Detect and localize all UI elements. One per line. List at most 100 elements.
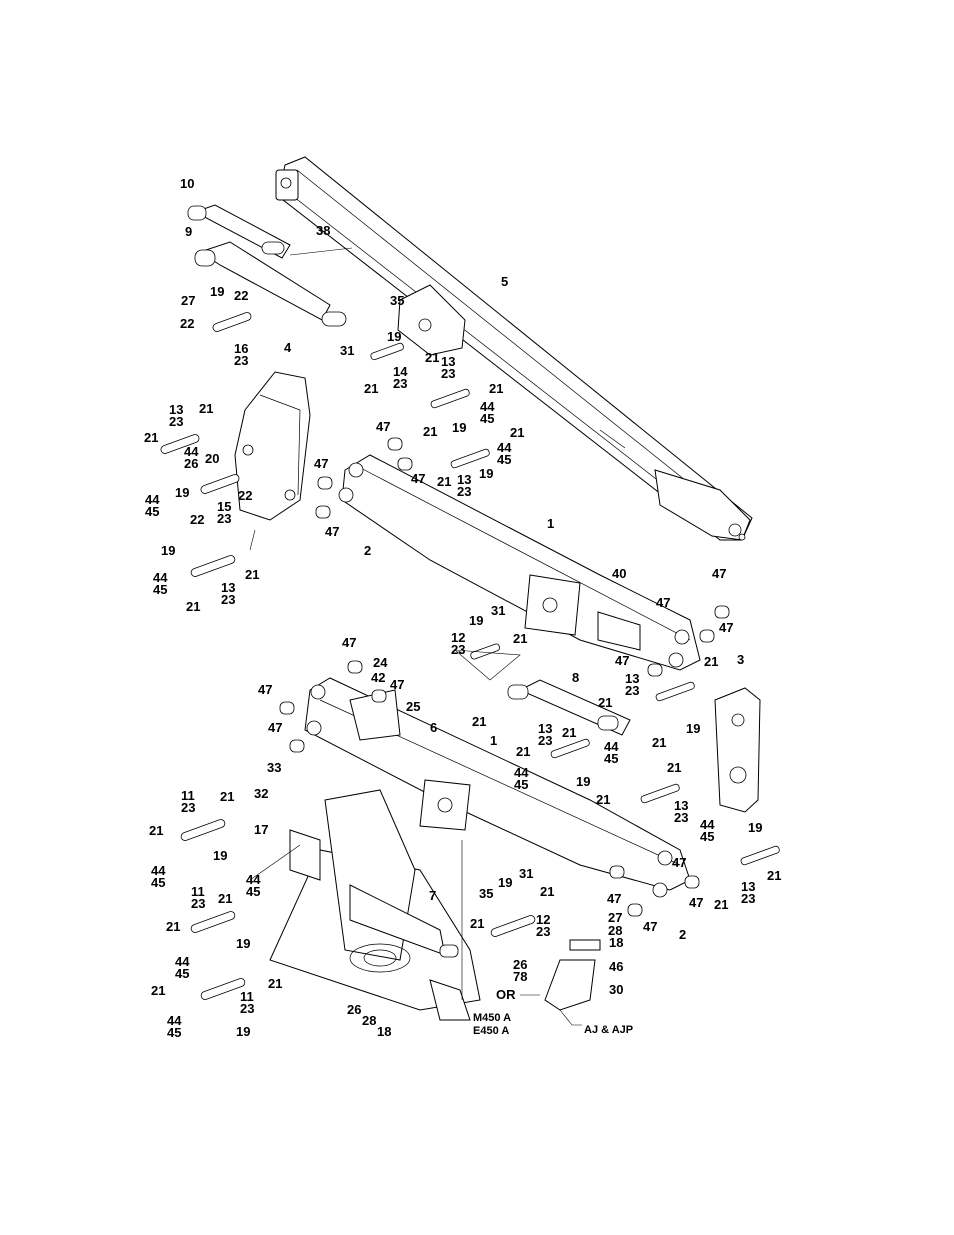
callout-label: 11: [240, 989, 254, 1004]
or-label: OR: [496, 987, 516, 1002]
callout-label: 47: [314, 456, 328, 471]
callout-label: 25: [406, 699, 420, 714]
callout-label: 23: [451, 642, 465, 657]
callout-label: 21: [472, 714, 486, 729]
callout-label: 21: [562, 725, 576, 740]
callout-label: 7: [429, 888, 436, 903]
callout-label: 4: [284, 340, 292, 355]
callout-label: 19: [452, 420, 466, 435]
callout-label: 13: [441, 354, 455, 369]
callout-label: 32: [254, 786, 268, 801]
callout-label: 5: [501, 274, 508, 289]
callout-label: 45: [604, 751, 618, 766]
callout-label: 35: [390, 293, 404, 308]
callout-label: 21: [218, 891, 232, 906]
callout-label: 21: [596, 792, 610, 807]
callout-label: 31: [491, 603, 505, 618]
callout-label: 23: [625, 683, 639, 698]
callout-label: 47: [672, 855, 686, 870]
callout-label: 21: [268, 976, 282, 991]
callout-label: 44: [497, 440, 512, 455]
callout-label: 21: [652, 735, 666, 750]
callout-label: 26: [347, 1002, 361, 1017]
callout-label: 21: [186, 599, 200, 614]
callout-label: 40: [612, 566, 626, 581]
callout-label: 23: [221, 592, 235, 607]
callout-label: 45: [151, 875, 165, 890]
callout-label: 19: [161, 543, 175, 558]
callout-label: 21: [540, 884, 554, 899]
callout-label: 15: [217, 499, 231, 514]
callout-label: 23: [393, 376, 407, 391]
callout-label: 27: [181, 293, 195, 308]
callout-label: 44: [184, 444, 199, 459]
callout-label: 47: [325, 524, 339, 539]
callout-label: 78: [513, 969, 527, 984]
callout-label: 44: [700, 817, 715, 832]
callout-label: 23: [536, 924, 550, 939]
callout-label: 2: [679, 927, 686, 942]
callout-label: 21: [513, 631, 527, 646]
callout-label: 44: [167, 1013, 182, 1028]
callout-label: 21: [245, 567, 259, 582]
callout-label: 38: [316, 223, 330, 238]
callout-label: 47: [712, 566, 726, 581]
callout-label: 21: [510, 425, 524, 440]
callout-label: 47: [390, 677, 404, 692]
callout-label: 26: [513, 957, 527, 972]
callout-label: 21: [667, 760, 681, 775]
callout-label: 21: [151, 983, 165, 998]
callout-label: 21: [714, 897, 728, 912]
callout-label: 47: [258, 682, 272, 697]
callout-label: 23: [169, 414, 183, 429]
callout-label: 21: [149, 823, 163, 838]
callout-label: 19: [387, 329, 401, 344]
lower-arm-assembly: [269, 660, 761, 1021]
cylinder-parts-9-10: [187, 204, 353, 327]
callout-label: 23: [234, 353, 248, 368]
callout-label: 20: [205, 451, 219, 466]
callout-label: 23: [240, 1001, 254, 1016]
callout-label: 22: [238, 488, 252, 503]
callout-label: 9: [185, 224, 192, 239]
callout-label: 8: [572, 670, 579, 685]
callout-label: 13: [169, 402, 183, 417]
callout-label: 21: [199, 401, 213, 416]
callout-label: 46: [609, 959, 623, 974]
callout-label: 19: [498, 875, 512, 890]
callout-label: 47: [376, 419, 390, 434]
callout-label: 45: [514, 777, 528, 792]
callout-label: 19: [210, 284, 224, 299]
callout-label: 23: [191, 896, 205, 911]
callout-label: 47: [615, 653, 629, 668]
variant-aj: AJ & AJP: [584, 1024, 633, 1036]
callout-label: 21: [220, 789, 234, 804]
callout-label: 45: [153, 582, 167, 597]
callout-label: 19: [236, 1024, 250, 1039]
callout-label: 19: [175, 485, 189, 500]
callout-label: 42: [371, 670, 385, 685]
variant-e450: E450 A: [473, 1025, 509, 1037]
callout-label: 45: [246, 884, 260, 899]
callout-label: 31: [519, 866, 533, 881]
upper-arm-assembly: [234, 371, 730, 677]
callout-label: 28: [608, 923, 622, 938]
callout-label: 13: [625, 671, 639, 686]
callout-label: 14: [393, 364, 408, 379]
callout-label: 44: [153, 570, 168, 585]
callout-label: 47: [411, 471, 425, 486]
callout-label: 12: [536, 912, 550, 927]
callout-label: 1: [490, 733, 497, 748]
callout-label: 13: [741, 879, 755, 894]
callout-label: 23: [441, 366, 455, 381]
callout-label: 21: [767, 868, 781, 883]
callout-label: 21: [425, 350, 439, 365]
callout-label: 19: [236, 936, 250, 951]
callout-label: 47: [342, 635, 356, 650]
callout-label: 13: [674, 798, 688, 813]
callout-label: 11: [191, 884, 205, 899]
callout-label: 45: [700, 829, 714, 844]
callout-label: 45: [480, 411, 494, 426]
callout-label: 44: [604, 739, 619, 754]
